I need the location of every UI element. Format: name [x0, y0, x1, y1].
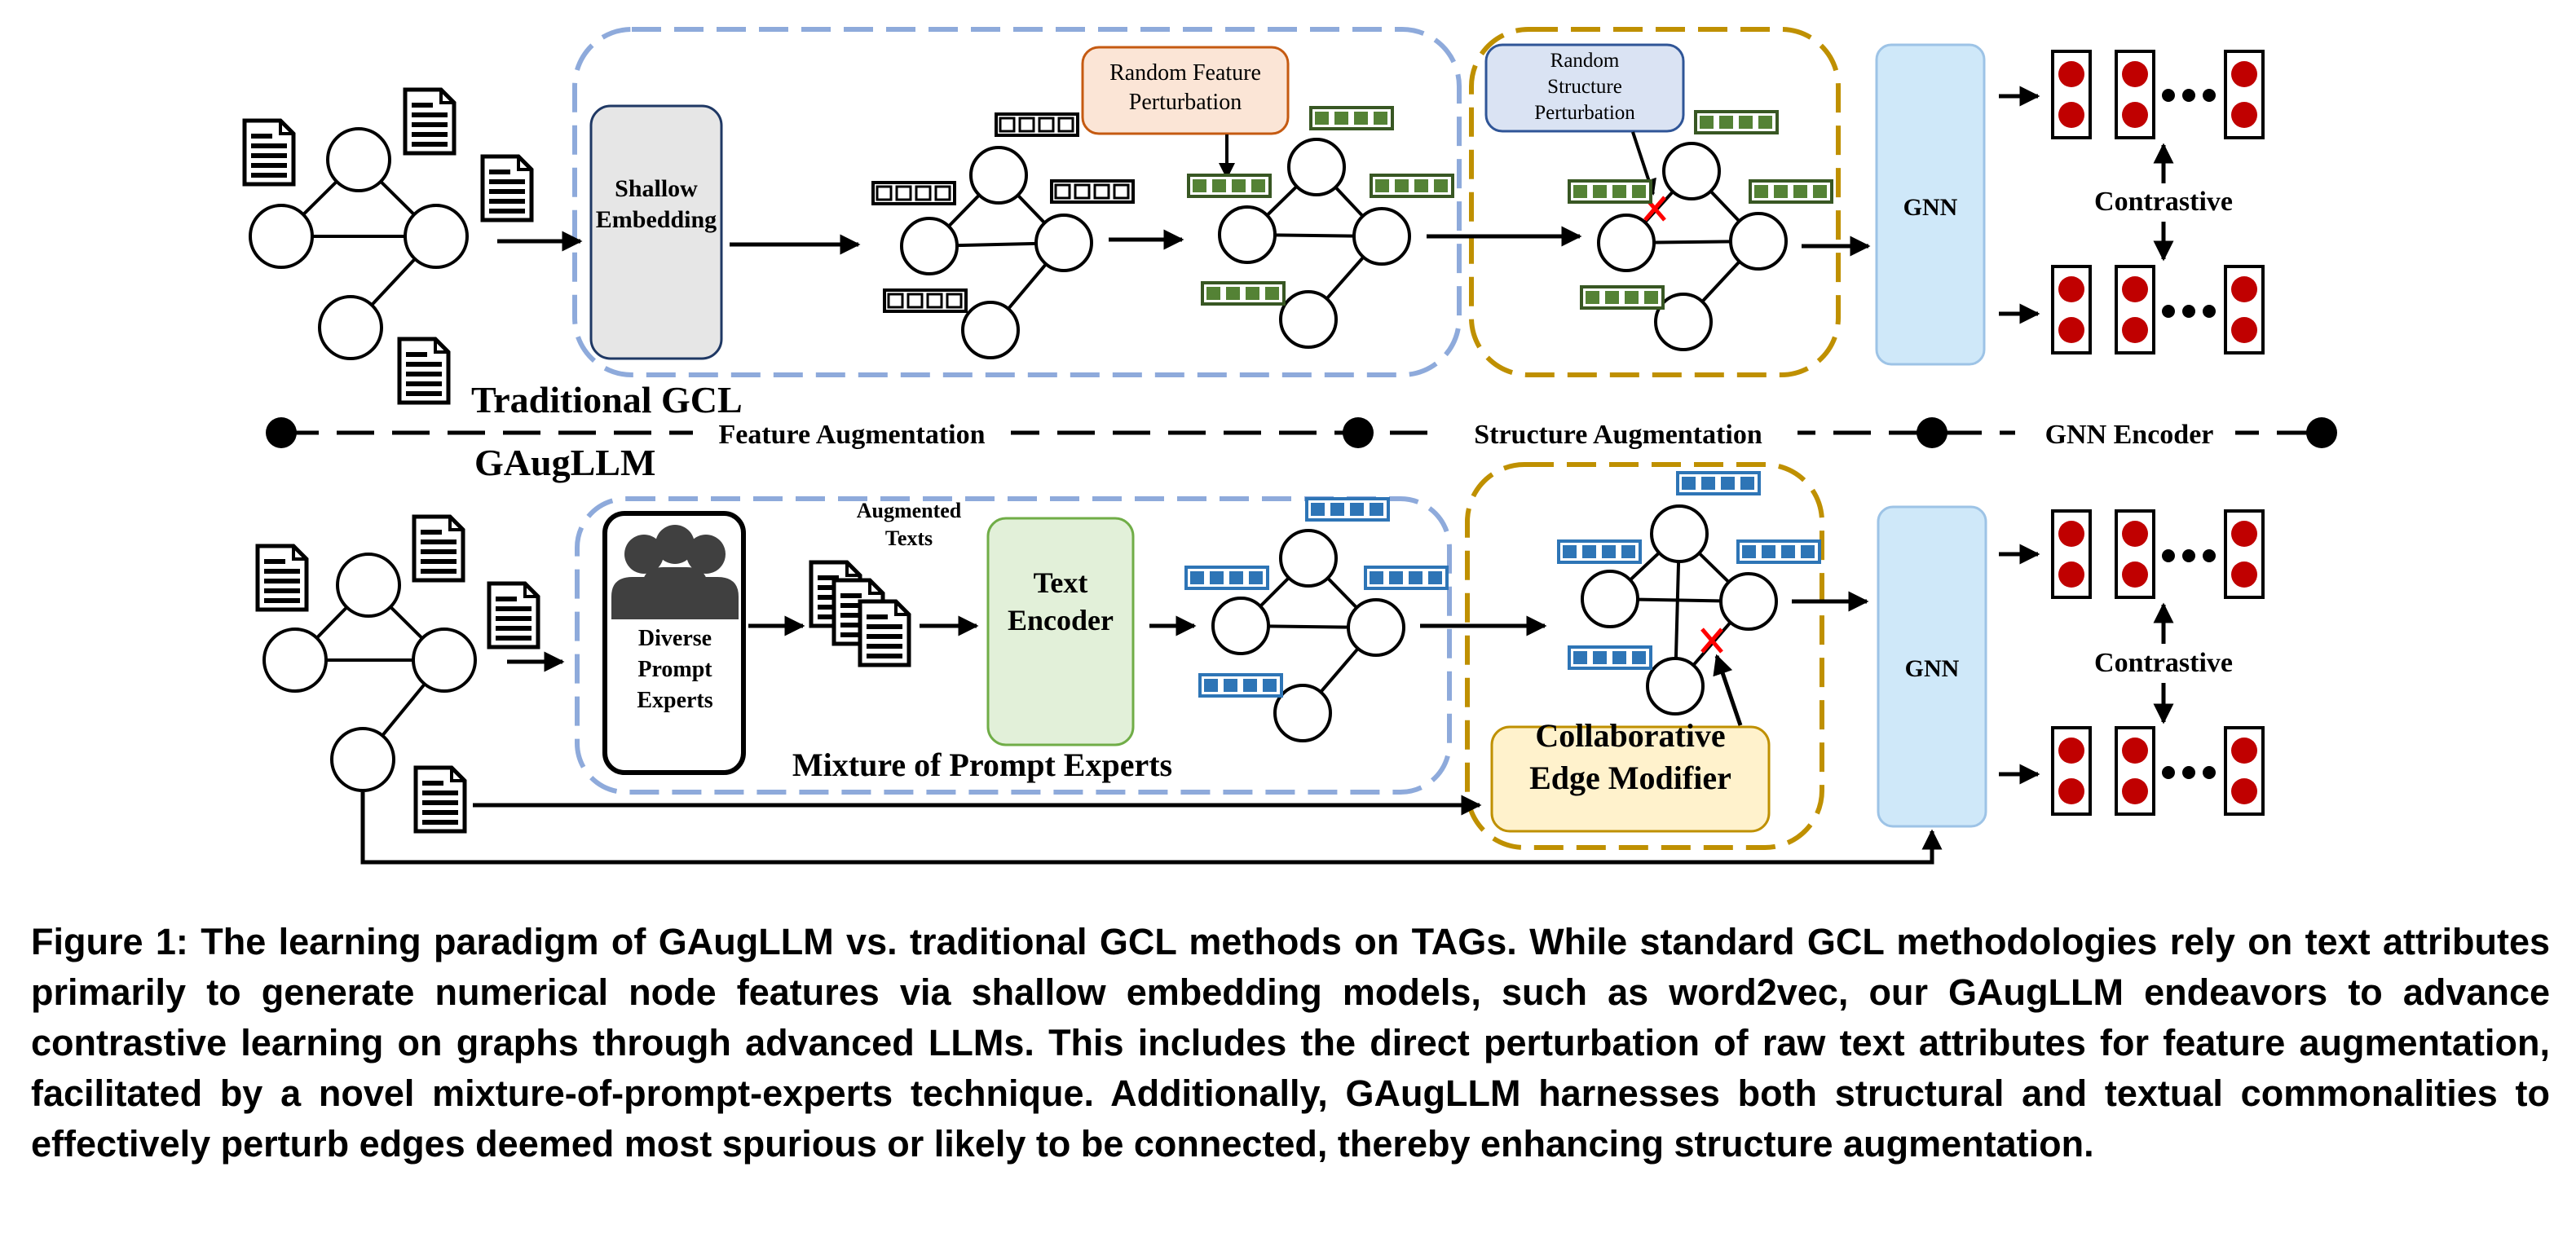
mixture-of-prompt-experts-label: Mixture of Prompt Experts — [792, 746, 1172, 783]
input-graph-bottom — [262, 553, 477, 792]
text-encoder-box — [986, 517, 1135, 746]
feature-augmentation-label: Feature Augmentation — [718, 420, 985, 450]
stage-divider: Feature Augmentation Structure Augmentat… — [266, 414, 2337, 453]
node-embedding — [2051, 265, 2092, 354]
traditional-gcl-title: Traditional GCL — [471, 379, 743, 421]
node-embedding — [2115, 50, 2155, 139]
random-structure-perturbation-box — [1484, 43, 1685, 133]
graph-augmented-features — [1211, 529, 1405, 742]
feature-augmentation-box-top — [572, 27, 1462, 377]
feature-vector — [1557, 539, 1642, 564]
feature-vector — [871, 181, 956, 205]
stage-marker — [1917, 417, 1947, 448]
document-icon — [245, 121, 293, 184]
node-embedding — [2115, 726, 2155, 816]
ellipsis-icon — [2162, 549, 2216, 779]
removed-edge-mark — [1700, 628, 1723, 654]
feature-vector — [1198, 673, 1283, 698]
feature-vector — [883, 288, 968, 313]
collaborative-edge-modifier-box — [1490, 725, 1771, 833]
feature-vector — [1676, 471, 1761, 495]
feature-vector — [1305, 497, 1390, 522]
stacked-documents-icon — [811, 562, 909, 665]
random-feature-perturbation-box — [1081, 46, 1290, 135]
stage-marker — [266, 417, 297, 448]
stage-marker — [1343, 417, 1374, 448]
feature-vector — [1749, 179, 1833, 204]
document-icon — [483, 156, 532, 220]
node-embedding — [2224, 509, 2265, 599]
node-embedding — [2051, 50, 2092, 139]
gnn-label-top: GNN — [1903, 194, 1958, 221]
node-embedding — [2051, 509, 2092, 599]
document-icon — [399, 339, 448, 403]
graph-structure-augmented — [1581, 504, 1778, 716]
shallow-embedding-box — [589, 104, 723, 360]
node-embedding — [2224, 726, 2265, 816]
structure-augmentation-label: Structure Augmentation — [1474, 420, 1762, 450]
input-graph-top — [249, 127, 469, 360]
gnn-box-bottom — [1877, 505, 1987, 828]
feature-vector — [1370, 174, 1454, 198]
feature-vector — [1568, 179, 1652, 204]
gnn-box-top — [1875, 43, 1986, 366]
graph-with-features-top — [900, 146, 1093, 359]
feature-vector — [1694, 110, 1779, 134]
contrastive-label-top: Contrastive — [2094, 187, 2233, 217]
feature-vector — [1184, 566, 1269, 590]
feature-vector — [1050, 179, 1135, 204]
contrastive-label-bottom: Contrastive — [2094, 648, 2233, 678]
feature-vector — [1580, 285, 1665, 310]
document-icon — [258, 546, 307, 610]
graph-structure-perturbed-top — [1597, 142, 1788, 351]
figure-caption: Figure 1: The learning paradigm of GAugL… — [31, 921, 2550, 1165]
graph-feature-perturbed-top — [1218, 138, 1411, 349]
gaugllm-title: GAugLLM — [474, 442, 655, 483]
ellipsis-icon — [2162, 89, 2216, 318]
feature-vector — [1309, 106, 1394, 130]
feature-augmentation-box-bottom — [575, 496, 1452, 795]
gnn-encoder-label: GNN Encoder — [2045, 420, 2214, 450]
structure-augmentation-box-bottom — [1465, 462, 1824, 850]
node-embedding — [2051, 726, 2092, 816]
feature-vector — [1364, 566, 1449, 590]
feature-vector — [1201, 281, 1286, 306]
gnn-label-bottom: GNN — [1905, 655, 1960, 682]
feature-vector — [1736, 539, 1821, 564]
document-icon — [414, 517, 463, 580]
document-icon — [405, 90, 454, 153]
feature-vector — [1187, 174, 1272, 198]
node-embedding — [2224, 265, 2265, 354]
feature-vector — [1568, 645, 1652, 670]
node-embedding — [2115, 265, 2155, 354]
document-icon — [489, 583, 538, 647]
stage-marker — [2306, 417, 2337, 448]
node-embedding — [2224, 50, 2265, 139]
document-icon — [416, 768, 465, 831]
structure-augmentation-box-top — [1469, 27, 1841, 377]
feature-vector — [995, 112, 1079, 137]
node-embedding — [2115, 509, 2155, 599]
